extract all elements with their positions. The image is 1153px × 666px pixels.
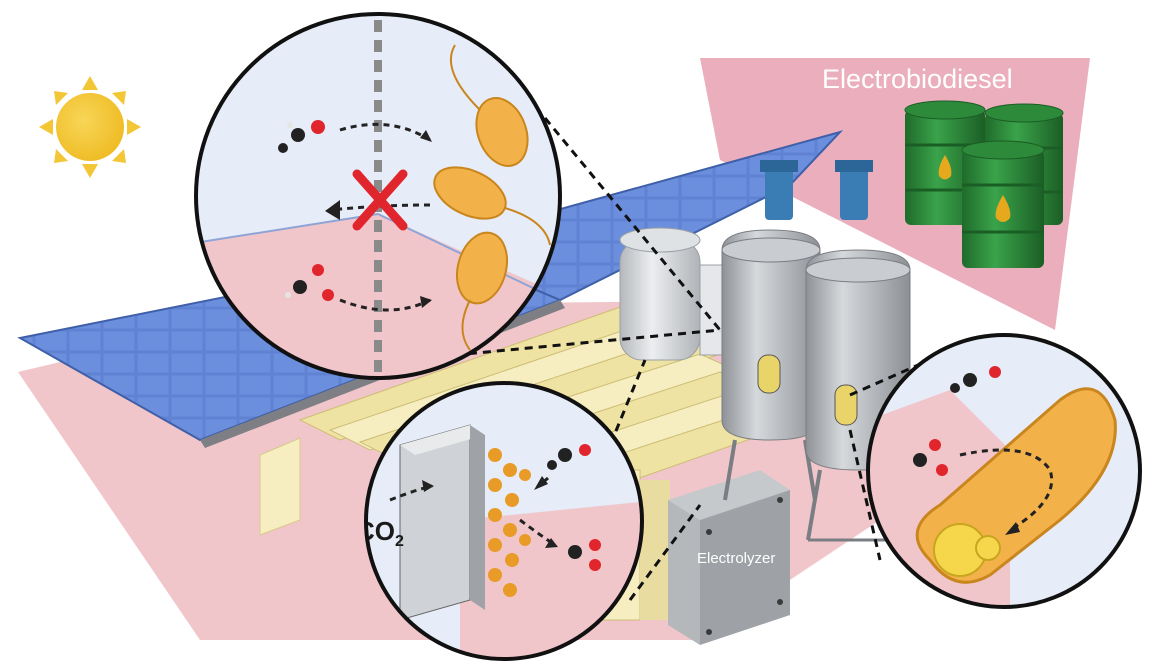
catalyst-particles: [488, 448, 531, 597]
bioreactor-icon: [721, 160, 821, 501]
bacterium-icon: [450, 44, 529, 167]
molecule-icon: [950, 366, 1001, 393]
molecule-icon: [547, 444, 591, 470]
bacterium-icon: [915, 387, 1117, 584]
electrobiodiesel-label: Electrobiodiesel: [822, 64, 1013, 94]
oil-barrel-icon: [961, 140, 1045, 268]
co2-label: CO2: [356, 516, 404, 550]
bacterium-icon: [433, 166, 551, 246]
molecule-icon: [285, 264, 334, 301]
molecule-icon: [913, 439, 948, 476]
sun-icon: [39, 76, 141, 178]
bacterium-icon: [456, 231, 508, 351]
cross-icon: [352, 169, 408, 231]
electrolyzer-label: Electrolyzer: [697, 550, 775, 567]
cell-zoom: [866, 333, 1142, 609]
electrolyzer-unit: Electrolyzer: [668, 470, 790, 645]
bioreactor-icon: [619, 227, 723, 361]
molecule-icon: [568, 539, 601, 571]
cathode-zoom: CO2: [356, 381, 644, 661]
molecule-icon: [278, 120, 325, 153]
